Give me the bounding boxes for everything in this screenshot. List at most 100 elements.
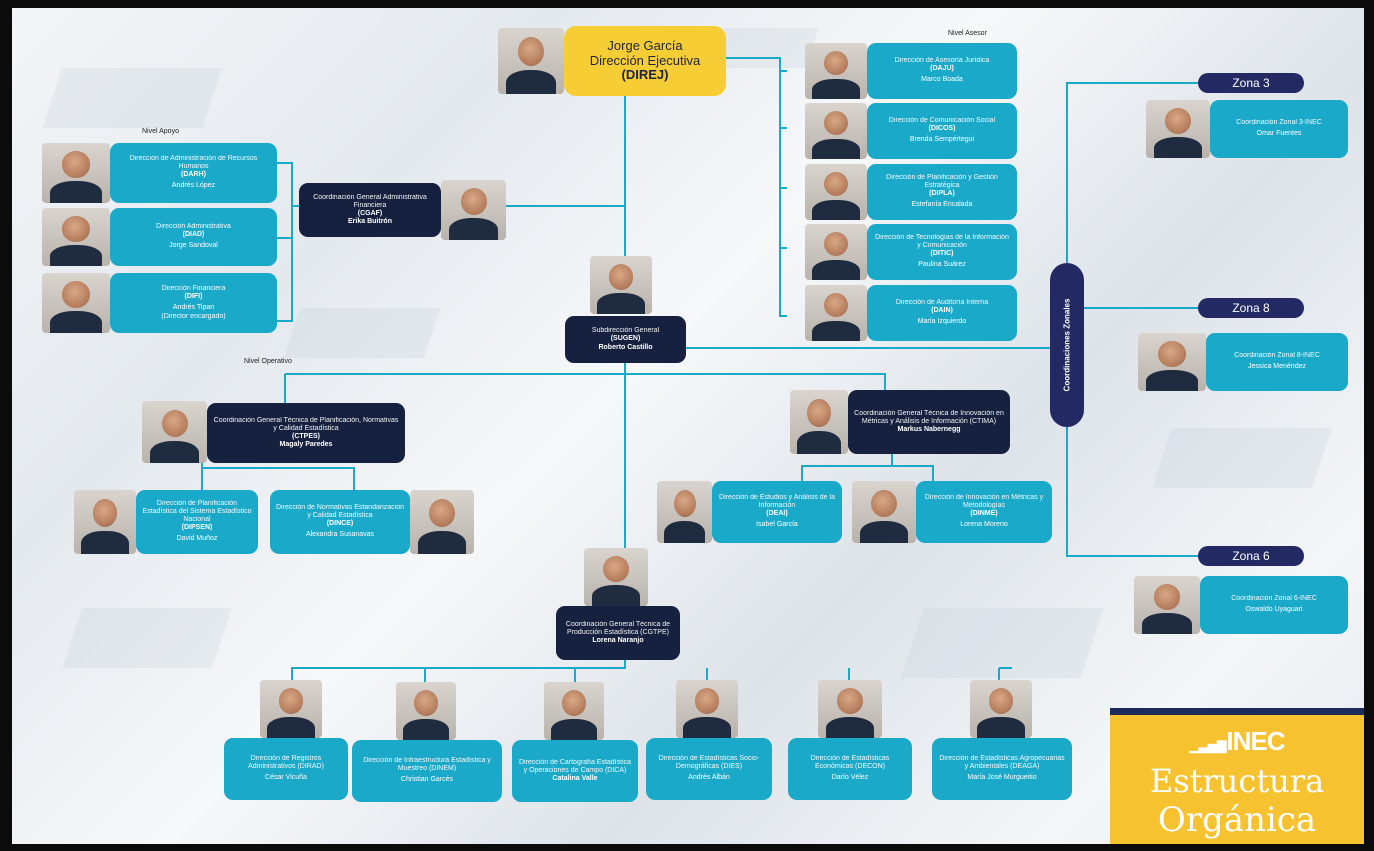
coordinaciones-zonales-bar[interactable]: Coordinaciones Zonales	[1050, 263, 1084, 427]
zona-6-badge[interactable]: Zona 6	[1198, 546, 1304, 566]
deai-box[interactable]: Dirección de Estudios y Análisis de la I…	[712, 481, 842, 543]
unit-code: (DIPSEN)	[181, 524, 213, 532]
person-name: Jorge García	[607, 37, 683, 53]
person-name: David Muñoz	[176, 535, 218, 543]
unit-title: Coordinación General Técnica de Producci…	[565, 620, 671, 636]
person-photo	[42, 143, 110, 203]
connector	[780, 70, 787, 249]
person-photo	[818, 680, 882, 738]
cgaf-box[interactable]: Coordinación General Administrativa Fina…	[299, 183, 441, 237]
connector	[801, 454, 934, 481]
dipla-box[interactable]: Dirección de Planificación y Gestión Est…	[867, 164, 1017, 220]
person-name: Darío Vélez	[831, 774, 869, 782]
person-photo	[410, 490, 474, 554]
connector	[1066, 82, 1198, 263]
unit-title: Dirección de Planificación Estadística d…	[142, 500, 252, 524]
person-photo	[805, 103, 867, 159]
brand-title-line2: Orgánica	[1157, 800, 1317, 840]
sugen-box[interactable]: Subdirección General (SUGEN) Roberto Cas…	[565, 316, 686, 363]
person-name: Roberto Castillo	[598, 343, 653, 351]
connector	[277, 162, 299, 322]
unit-title: Dirección de Planificación y Gestión Est…	[886, 174, 998, 190]
ctpes-box[interactable]: Coordinación General Técnica de Planific…	[207, 403, 405, 463]
person-photo	[852, 481, 916, 543]
zona-3-badge[interactable]: Zona 3	[1198, 73, 1304, 93]
daju-box[interactable]: Dirección de Asesoría Jurídica (DAJU) Ma…	[867, 43, 1017, 99]
unit-code: (DICOS)	[928, 125, 956, 133]
dipsen-box[interactable]: Dirección de Planificación Estadística d…	[136, 490, 258, 554]
unit-title: Dirección de Registros Administrativos (…	[248, 755, 324, 771]
person-photo	[805, 224, 867, 280]
dince-box[interactable]: Dirección de Normativas Estandarización …	[270, 490, 410, 554]
deaga-box[interactable]: Dirección de Estadísticas Agropecuarias …	[932, 738, 1072, 800]
unit-code: (DINME)	[970, 510, 998, 518]
person-name: Brenda Sempértegui	[909, 136, 975, 144]
person-photo	[805, 164, 867, 220]
connector-lines	[201, 57, 1198, 688]
dica-box[interactable]: Dirección de Cartografía Estadística y O…	[512, 740, 638, 802]
person-photo	[1134, 576, 1200, 634]
person-photo	[1146, 100, 1210, 158]
unit-title: Dirección de Asesoría Jurídica	[894, 57, 990, 65]
dinem-box[interactable]: Dirección de Infraestructura Estadística…	[352, 740, 502, 802]
person-photo	[676, 680, 738, 738]
diad-box[interactable]: Dirección Administrativa (DIAD) Jorge Sa…	[110, 208, 277, 266]
person-photo	[498, 28, 564, 94]
zonal-3-box[interactable]: Coordinación Zonal 3-INEC Omar Fuentes	[1210, 100, 1348, 158]
unit-title: Dirección de Estudios y Análisis de la I…	[719, 494, 835, 510]
ctima-box[interactable]: Coordinación General Técnica de Innovaci…	[848, 390, 1010, 454]
unit-code: (DIFI)	[184, 293, 203, 301]
darh-box[interactable]: Dirección de Administración de Recursos …	[110, 143, 277, 203]
unit-title: Dirección Ejecutiva	[589, 52, 701, 68]
connector	[291, 660, 1012, 688]
connector	[285, 373, 886, 390]
person-photo	[805, 43, 867, 99]
person-name: Catalina Valle	[552, 775, 598, 783]
cgtpe-box[interactable]: Coordinación General Técnica de Producci…	[556, 606, 680, 660]
person-photo	[142, 401, 207, 463]
zonal-6-box[interactable]: Coordinación Zonal 6-INEC Oswaldo Uyagua…	[1200, 576, 1348, 634]
unit-title: Dirección de Normativas Estandarización …	[276, 504, 404, 520]
unit-code: (DARH)	[181, 171, 206, 179]
coordinaciones-zonales-label: Coordinaciones Zonales	[1062, 298, 1072, 392]
person-name: Christian Garcés	[400, 776, 454, 784]
person-name: Jessica Menéndez	[1248, 363, 1306, 371]
person-note: (Director encargado)	[161, 312, 226, 320]
unit-title: Dirección de Administración de Recursos …	[129, 155, 258, 171]
person-photo	[1138, 333, 1206, 391]
person-photo	[970, 680, 1032, 738]
connector	[726, 57, 787, 317]
person-name: María Izquierdo	[917, 318, 967, 326]
person-name: Alexandra Susanavas	[305, 531, 375, 539]
person-name: Marco Boada	[921, 76, 963, 84]
zonal-8-box[interactable]: Coordinación Zonal 8-INEC Jessica Menénd…	[1206, 333, 1348, 391]
unit-title: Coordinación General Técnica de Planific…	[213, 416, 399, 432]
ditic-box[interactable]: Dirección de Tecnologías de la Informaci…	[867, 224, 1017, 280]
dain-box[interactable]: Dirección de Auditoría Interna (DAIN) Ma…	[867, 285, 1017, 341]
brand-title-line1: Estructura	[1149, 762, 1325, 800]
unit-code: (DIPLA)	[929, 190, 955, 198]
dirad-box[interactable]: Dirección de Registros Administrativos (…	[224, 738, 348, 800]
person-photo	[396, 682, 456, 740]
dicos-box[interactable]: Dirección de Comunicación Social (DICOS)…	[867, 103, 1017, 159]
zona-8-badge[interactable]: Zona 8	[1198, 298, 1304, 318]
dies-box[interactable]: Dirección de Estadísticas Socio-Demográf…	[646, 738, 772, 800]
difi-box[interactable]: Dirección Financiera (DIFI) Andrés Tipan…	[110, 273, 277, 333]
person-name: Andrés Albán	[688, 774, 730, 782]
person-name: María José Murgueitio	[967, 774, 1037, 782]
person-name: Erika Buitrón	[348, 218, 392, 226]
person-name: César Vicuña	[265, 774, 307, 782]
unit-title: Coordinación Zonal 8-INEC	[1234, 352, 1320, 360]
unit-title: Coordinación Zonal 6-INEC	[1231, 595, 1317, 603]
person-name: Omar Fuentes	[1256, 130, 1302, 138]
decon-box[interactable]: Dirección de Estadísticas Económicas (DE…	[788, 738, 912, 800]
person-name: Lorena Naranjo	[592, 637, 644, 645]
unit-title: Coordinación Zonal 3-INEC	[1236, 119, 1322, 127]
dinme-box[interactable]: Dirección de Innovación en Métricas y Me…	[916, 481, 1052, 543]
unit-title: Subdirección General	[591, 327, 660, 335]
unit-code: (DINCE)	[326, 520, 354, 528]
person-photo	[441, 180, 506, 240]
person-photo	[657, 481, 712, 543]
person-name: Markus Nabernegg	[897, 426, 961, 434]
direj-box[interactable]: Jorge García Dirección Ejecutiva (DIREJ)	[564, 26, 726, 96]
